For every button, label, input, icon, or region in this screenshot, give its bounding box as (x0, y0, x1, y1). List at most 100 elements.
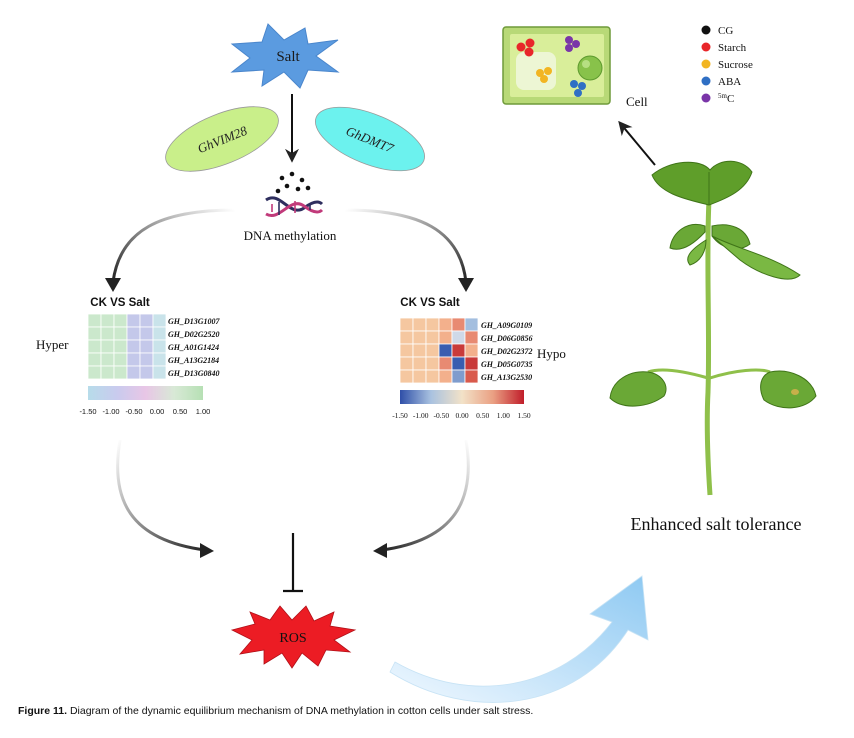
heatmap-cell (464, 317, 479, 332)
heatmap-cell (113, 352, 128, 367)
scale-tick-label: -1.50 (392, 411, 408, 420)
figure-caption: Figure 11. Diagram of the dynamic equili… (18, 705, 838, 717)
heatmap-cell (100, 326, 115, 341)
arrow-to-hyper-panel (111, 208, 236, 283)
heatmap-cell (425, 369, 440, 384)
caption-text: Diagram of the dynamic equilibrium mecha… (69, 705, 534, 717)
arrow-head (458, 278, 474, 292)
plant-cotyledon-right (760, 370, 817, 409)
hypo-side-label: Hypo (537, 346, 566, 361)
heatmap-cell (464, 369, 479, 384)
scale-tick-label: 1.50 (517, 411, 530, 420)
hypo-heatmap-panel: Hypo CK VS Salt GH_A09G0109GH_D06G0856GH… (392, 297, 566, 420)
scale-tick-label: -1.00 (413, 411, 429, 420)
heatmap-cell (87, 339, 102, 354)
gene-label: GH_D05G0735 (481, 360, 533, 369)
hypo-color-scale (400, 390, 524, 404)
heatmap-cell (87, 365, 102, 380)
heatmap-cell (139, 365, 154, 380)
heatmap-cell (87, 313, 102, 328)
gene-label: GH_D06G0856 (481, 334, 533, 343)
heatmap-cell (451, 317, 466, 332)
heatmap-cell (139, 352, 154, 367)
enzyme-ellipse (165, 106, 279, 172)
outcome-label: Enhanced salt tolerance (631, 514, 802, 534)
legend-label: ABA (718, 76, 741, 88)
heatmap-cell (399, 369, 414, 384)
scale-tick-label: 0.00 (150, 407, 165, 416)
gene-label: GH_A01G1424 (168, 343, 219, 352)
hypo-panel-title: CK VS Salt (400, 297, 460, 309)
heatmap-cell (438, 317, 453, 332)
legend-swatch (701, 59, 711, 69)
heatmap-cell (399, 356, 414, 371)
heatmap-cell (399, 330, 414, 345)
heatmap-cell (412, 317, 427, 332)
heatmap-cell (87, 326, 102, 341)
legend-label: Sucrose (718, 59, 753, 71)
legend-label: Starch (718, 42, 747, 54)
heatmap-cell (139, 339, 154, 354)
heatmap-cell (464, 343, 479, 358)
heatmap-cell (425, 317, 440, 332)
tolerance-arrow (389, 575, 649, 703)
heatmap-cell (451, 356, 466, 371)
heatmap-cell (126, 339, 141, 354)
plant-top-leaf (651, 160, 753, 206)
heatmap-cell (399, 317, 414, 332)
hyper-gene-labels: GH_D13G1007GH_D02G2520GH_A01G1424GH_A13G… (168, 317, 221, 378)
heatmap-cell (425, 343, 440, 358)
heatmap-cell (438, 369, 453, 384)
heatmap-cell (152, 339, 167, 354)
heatmap-cell (438, 356, 453, 371)
plant-mid-leaf-left (669, 224, 706, 250)
plant-stem (704, 199, 713, 496)
figure-number: Figure 11. (18, 705, 68, 717)
hyper-color-scale (88, 386, 203, 400)
gene-label: GH_A13G2530 (481, 373, 532, 382)
heatmap-cell (451, 330, 466, 345)
scale-tick-label: -0.50 (434, 411, 450, 420)
ros-label: ROS (279, 631, 306, 646)
heatmap-cell (152, 365, 167, 380)
cell-illustration (502, 26, 611, 105)
cotton-plant-illustration (609, 160, 817, 496)
heatmap-cell (139, 326, 154, 341)
hypo-heatmap-grid (399, 317, 479, 384)
gene-label: GH_D02G2372 (481, 347, 533, 356)
hypo-gene-labels: GH_A09G0109GH_D06G0856GH_D02G2372GH_D05G… (481, 321, 533, 382)
heatmap-cell (412, 343, 427, 358)
scale-tick-label: 1.00 (196, 407, 211, 416)
heatmap-cell (126, 326, 141, 341)
enzyme-ghdmt7: GhDMT7 (315, 106, 425, 172)
heatmap-cell (113, 326, 128, 341)
scale-tick-label: -1.00 (102, 407, 119, 416)
salt-star-shape (230, 23, 340, 89)
gene-label: GH_D13G0840 (168, 369, 220, 378)
heatmap-cell (464, 330, 479, 345)
heatmap-cell (438, 343, 453, 358)
methylation-label: DNA methylation (244, 228, 337, 243)
heatmap-cell (152, 313, 167, 328)
hyper-heatmap-panel: Hyper CK VS Salt GH_D13G1007GH_D02G2520G… (36, 297, 221, 416)
salt-label: Salt (276, 49, 300, 65)
heatmap-cell (87, 352, 102, 367)
sucrose-granules (536, 67, 552, 83)
arrow-to-hypo-panel (344, 208, 468, 283)
heatmap-cell (412, 330, 427, 345)
plant-to-cell-arrow (618, 120, 656, 166)
dna-methylation-icon (265, 171, 324, 218)
ros-burst-shape (230, 605, 357, 669)
heatmap-cell (451, 343, 466, 358)
heatmap-cell (100, 365, 115, 380)
heatmap-cell (425, 356, 440, 371)
scale-tick-label: 0.50 (173, 407, 188, 416)
heatmap-cell (113, 313, 128, 328)
scale-tick-label: -0.50 (125, 407, 142, 416)
enzyme-ellipse (315, 106, 425, 172)
hyper-heatmap-grid (87, 313, 167, 380)
aba-granules (570, 80, 586, 97)
